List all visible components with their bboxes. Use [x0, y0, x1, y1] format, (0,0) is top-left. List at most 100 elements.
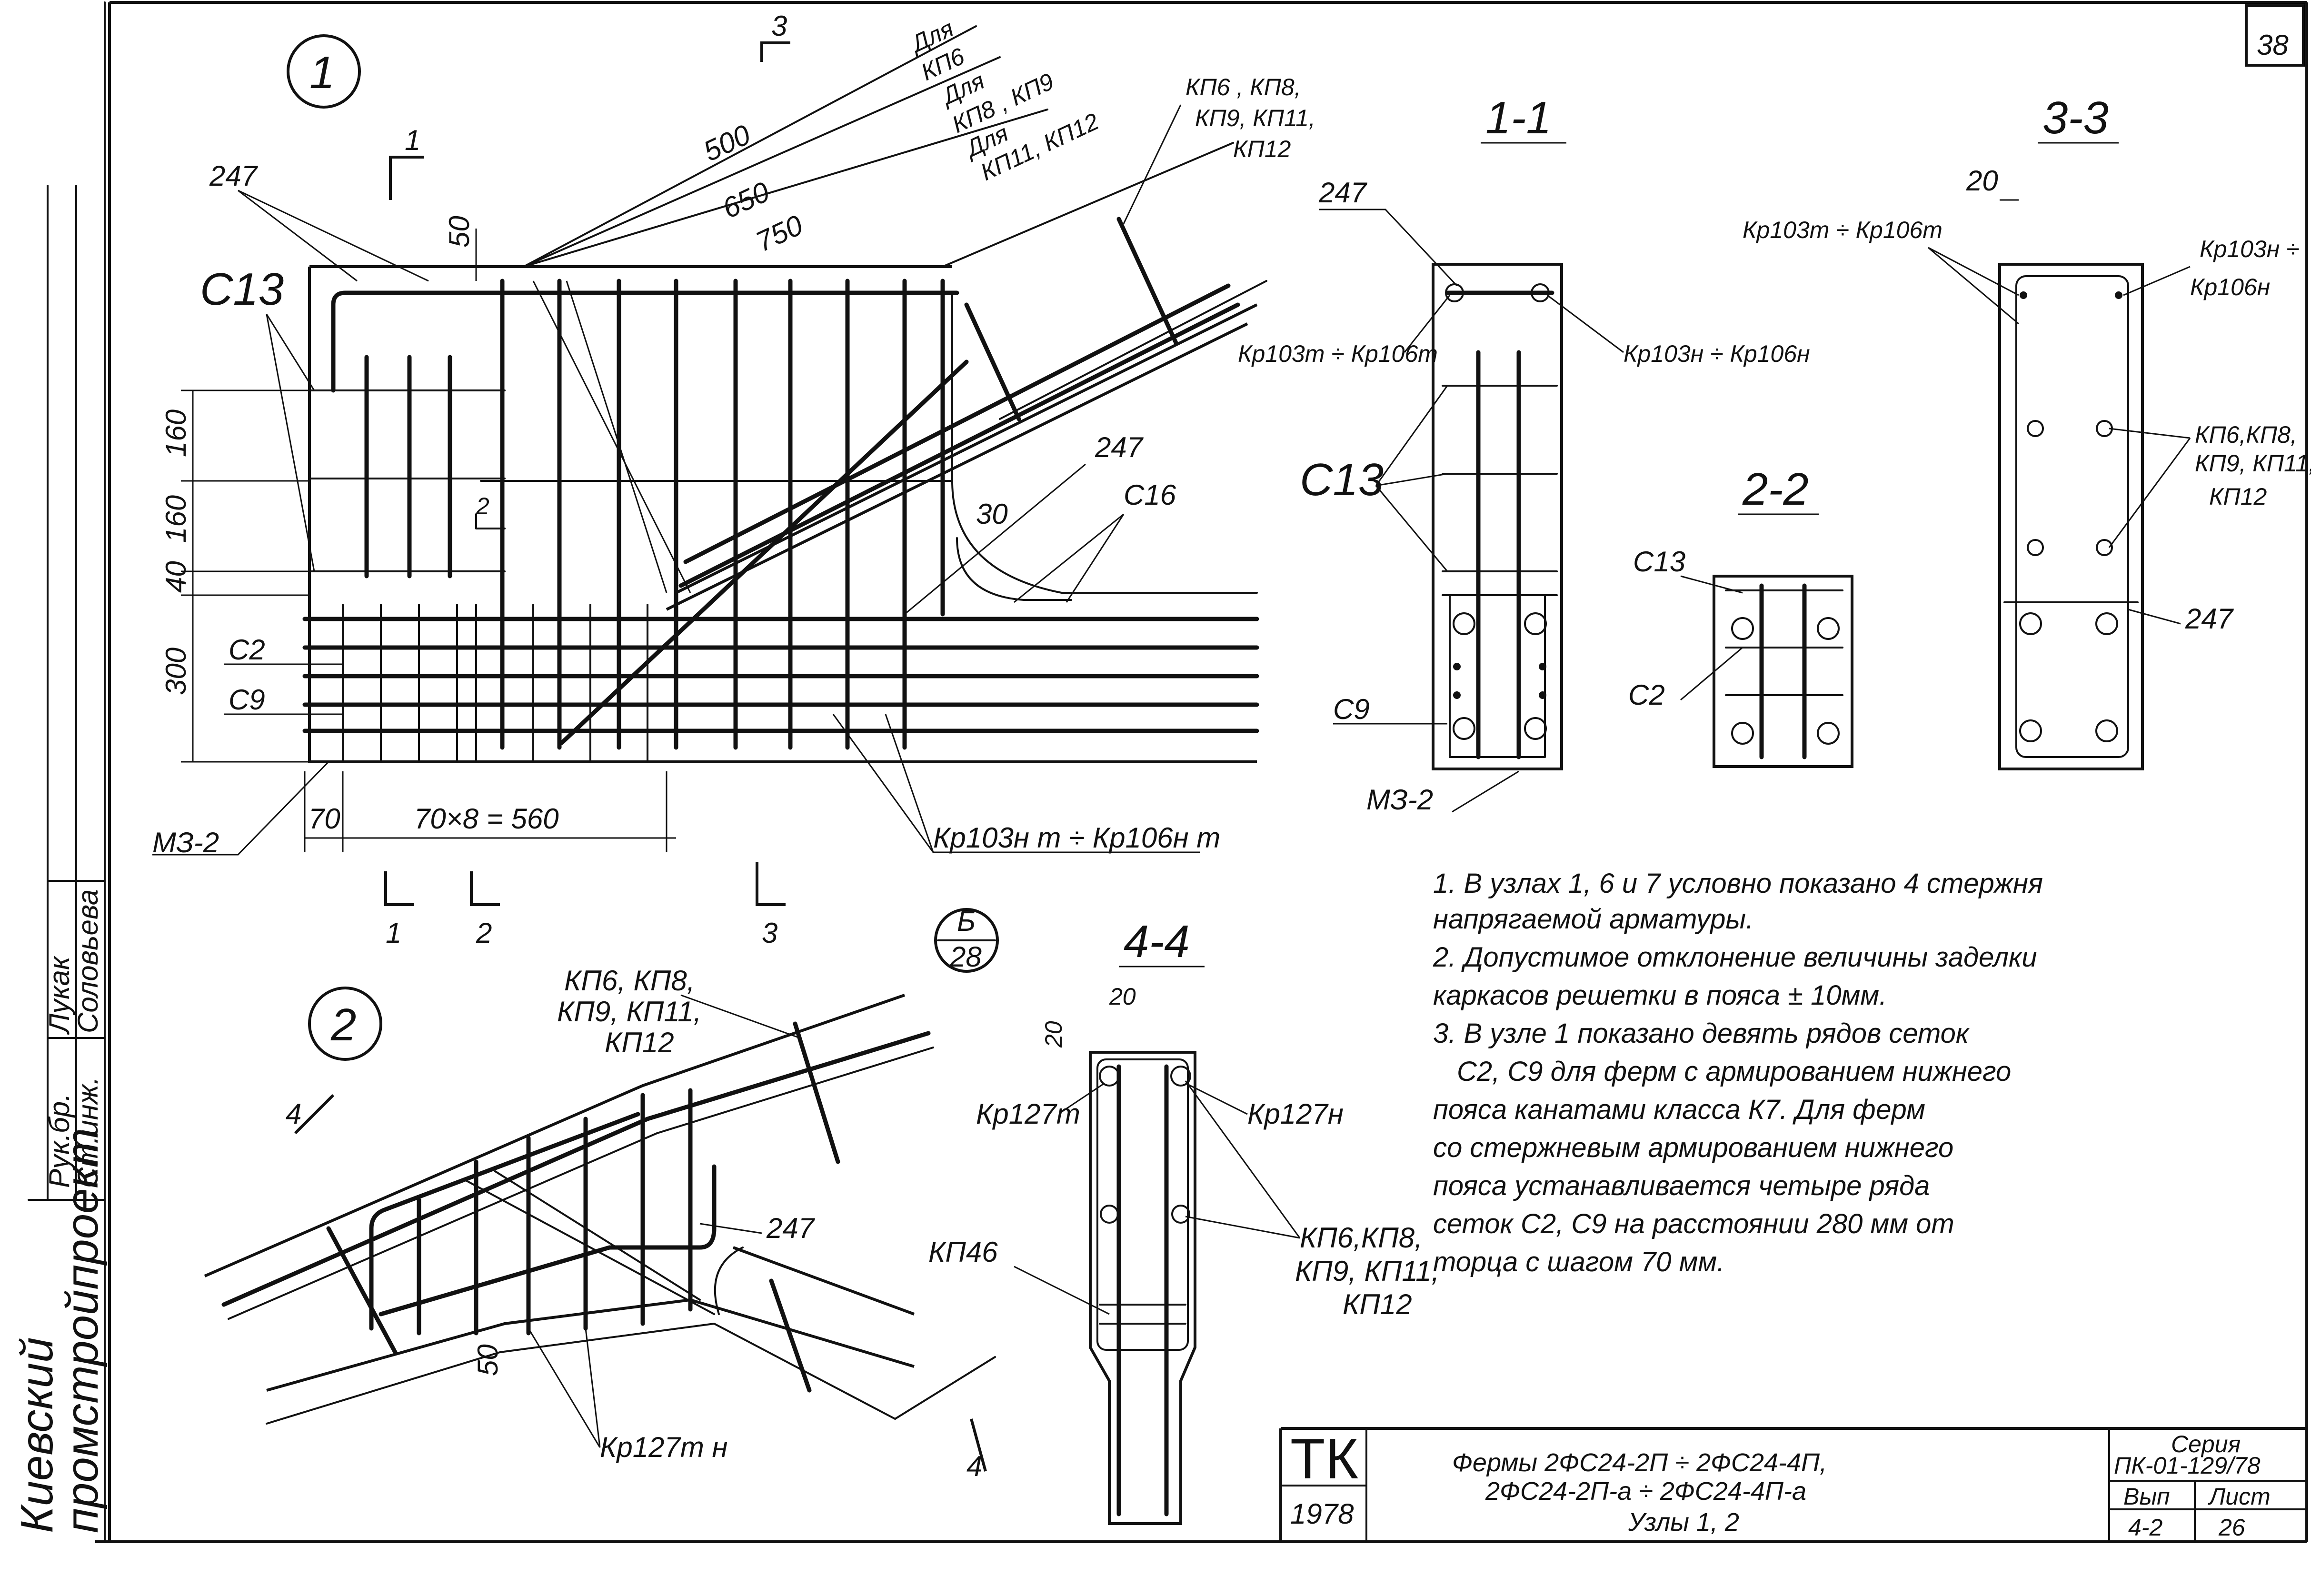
sec-mark-2b: 2	[476, 917, 492, 949]
tb-title-2: 2ФС24-2П-а ÷ 2ФС24-4П-а	[1485, 1477, 1806, 1506]
note-line-11: торца с шагом 70 мм.	[1433, 1247, 1724, 1277]
dim-30: 30	[976, 498, 1008, 530]
sec44-kp-2: КП9, КП11,	[1295, 1255, 1439, 1287]
tb-year: 1978	[1290, 1498, 1354, 1530]
sec44-title: 4-4	[1124, 916, 1190, 967]
node-2-circle	[308, 987, 382, 1061]
name-2: Соловьева	[72, 889, 104, 1033]
sec-mark-1: 1	[405, 124, 420, 156]
section-4-4: 4-4 20 20 Кр127т Кр127н КП6,КП8, КП9, КП…	[976, 916, 1439, 1525]
note-line-5: 3. В узле 1 показано девять рядов сеток	[1433, 1018, 1970, 1049]
dim-40: 40	[160, 561, 192, 593]
note-line-8: со стержневым армированием нижнего	[1433, 1132, 1953, 1163]
label-c13: С13	[200, 264, 284, 315]
label-c9: С9	[229, 684, 265, 716]
node-1-circle	[287, 34, 361, 109]
sec-mark-3b: 3	[762, 917, 777, 949]
sec22-c13: С13	[1633, 546, 1685, 578]
n2-kp-1: КП6, КП8,	[564, 965, 695, 997]
sec11-kp-left: Кр103т ÷ Кр106т	[1238, 340, 1438, 367]
n2-kp127: Кр127т н	[600, 1431, 728, 1463]
sec-mark-1b: 1	[386, 917, 401, 949]
note-line-7: пояса канатами класса К7. Для ферм	[1433, 1094, 1925, 1125]
tb-sheet-label: Лист	[2208, 1483, 2271, 1510]
org-line-2: промстройпроект	[57, 1128, 108, 1533]
sheet-frame: 38	[95, 1, 2308, 1543]
n2-kp46: КП46	[928, 1236, 998, 1268]
node-1-tendons	[302, 604, 1259, 763]
sec22-title: 2-2	[1742, 464, 1809, 515]
node-1-number: 1	[309, 47, 335, 98]
n2-kp-2: КП9, КП11,	[557, 996, 701, 1027]
len-650: 650	[717, 176, 774, 225]
role-2: Ст.инж.	[72, 1077, 104, 1188]
note-line-2: напрягаемой арматуры.	[1433, 904, 1753, 935]
sec11-247: 247	[1318, 177, 1368, 209]
kp-top-1: КП6 , КП8,	[1185, 74, 1301, 100]
sec22-c2: С2	[1628, 679, 1665, 711]
sec11-title: 1-1	[1485, 92, 1552, 143]
note-line-9: пояса устанавливается четыре ряда	[1433, 1170, 1930, 1201]
tb-title-1: Фермы 2ФС24-2П ÷ 2ФС24-4П,	[1452, 1448, 1827, 1477]
note-line-6: С2, С9 для ферм с армированием нижнего	[1457, 1056, 2011, 1087]
org-line-1: Киевский	[11, 1337, 62, 1533]
ref-top: Б	[957, 905, 976, 937]
dim-70: 70	[309, 803, 340, 835]
tb-issue-value: 4-2	[2128, 1514, 2162, 1541]
tb-sheet-value: 26	[2218, 1514, 2245, 1541]
n2-sec4b: 4	[966, 1450, 982, 1482]
note-line-3: 2. Допустимое отклонение величины заделк…	[1433, 942, 2037, 973]
sec11-kp-right: Кр103н ÷ Кр106н	[1624, 340, 1810, 367]
sec33-kp-right-1: Кр103н ÷	[2200, 236, 2300, 262]
sec33-kp-right-2: Кр106н	[2190, 274, 2270, 300]
dim-160b: 160	[160, 495, 192, 543]
sec11-c13: С13	[1300, 454, 1384, 505]
sec33-247: 247	[2185, 603, 2234, 635]
label-247b: 247	[1095, 431, 1144, 463]
dim-50: 50	[443, 216, 475, 248]
sec44-kp127t: Кр127т	[976, 1098, 1080, 1130]
sec33-kp-list-3: КП12	[2209, 483, 2267, 510]
tb-series-label: Серия	[2171, 1431, 2241, 1457]
n2-kp-3: КП12	[605, 1027, 674, 1058]
len-500: 500	[698, 119, 755, 168]
dim-300: 300	[160, 648, 192, 695]
sec33-kp-list-2: КП9, КП11,	[2195, 450, 2311, 477]
n2-d50: 50	[472, 1344, 504, 1376]
node-2-stirrups	[417, 1088, 693, 1336]
sec33-d20: 20	[1966, 165, 1998, 197]
label-mz2: МЗ-2	[152, 827, 219, 858]
node-1-c13-mesh	[309, 355, 953, 579]
tb-series-value: ПК-01-129/78	[2114, 1452, 2261, 1479]
title-block: ТК 1978 Фермы 2ФС24-2П ÷ 2ФС24-4П, 2ФС24…	[1279, 1427, 2308, 1543]
role-1: Рук.бр.	[43, 1093, 75, 1188]
sec44-kp-1: КП6,КП8,	[1300, 1222, 1423, 1254]
dim-160a: 160	[160, 409, 192, 457]
label-c16: С16	[1124, 479, 1176, 511]
len-750: 750	[751, 209, 807, 258]
tb-issue-label: Вып	[2123, 1483, 2170, 1510]
reference-mark: Б 28	[934, 905, 999, 973]
section-1-1: 1-1 247 Кр103т ÷ Кр106т Кр103н ÷ Кр106н …	[1238, 92, 1810, 816]
node-1-drawing: 1	[152, 10, 1315, 949]
sec44-d20b: 20	[1040, 1021, 1067, 1048]
dim-span: 70×8 = 560	[414, 803, 559, 835]
label-247a: 247	[209, 160, 259, 192]
sec33-kp-left: Кр103т ÷ Кр106т	[1743, 217, 1942, 243]
node-1-stirrups	[500, 279, 945, 750]
tb-title-3: Узлы 1, 2	[1628, 1508, 1739, 1536]
note-line-4: каркасов решетки в пояса ± 10мм.	[1433, 980, 1887, 1011]
section-2-2: 2-2 С13 С2	[1628, 464, 1853, 768]
note-line-10: сеток С2, С9 на расстоянии 280 мм от	[1433, 1208, 1954, 1239]
label-kp103: Кр103н т ÷ Кр106н т	[933, 822, 1220, 854]
tk-logo: ТК	[1290, 1427, 1358, 1491]
kp-top-2: КП9, КП11,	[1195, 105, 1315, 131]
sec33-title: 3-3	[2042, 92, 2109, 143]
page-number: 38	[2257, 29, 2289, 61]
sec-mark-3: 3	[771, 10, 787, 42]
sec33-kp-list-1: КП6,КП8,	[2195, 421, 2297, 448]
kp-top-3: КП12	[1233, 136, 1291, 162]
n2-247: 247	[766, 1212, 816, 1244]
label-c2: С2	[229, 634, 265, 666]
